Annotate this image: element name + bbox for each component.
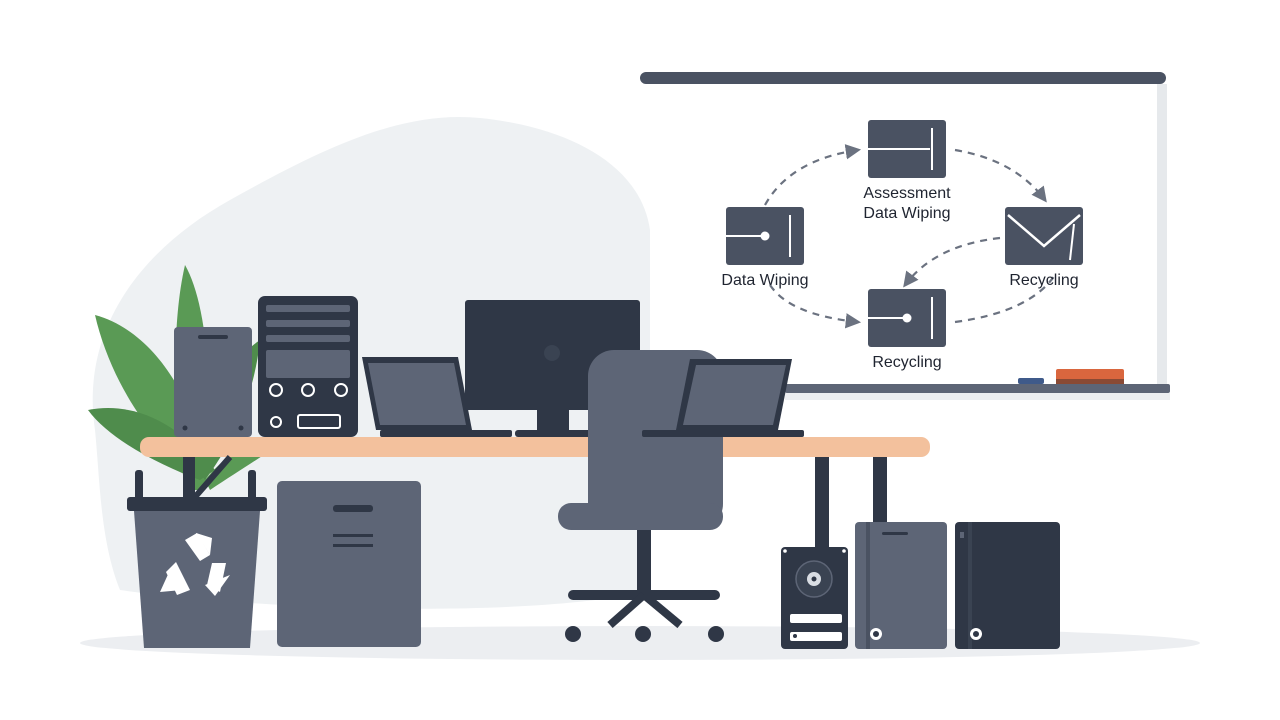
desk-leg-right-2	[873, 457, 887, 522]
node-top: Assessment Data Wiping	[863, 120, 951, 222]
node-left-label: Data Wiping	[721, 272, 808, 289]
whiteboard-tray-shadow	[785, 393, 1170, 400]
node-left: Data Wiping	[721, 207, 809, 289]
marker	[1018, 378, 1044, 384]
node-right-label: Recycling	[1009, 272, 1078, 289]
cycle-arrows	[764, 144, 1056, 329]
whiteboard-tray	[785, 384, 1170, 393]
node-bottom: Recycling	[868, 289, 946, 371]
arrow-bottom-to-left	[769, 284, 862, 329]
desk-top	[140, 437, 930, 457]
whiteboard: Assessment Data Wiping Data Wiping Recyc…	[640, 72, 1170, 400]
desk-leg-right-1	[815, 457, 829, 547]
recycle-icon	[160, 533, 230, 596]
whiteboard-right-edge	[1157, 84, 1167, 388]
pc-tower-gray	[855, 522, 947, 649]
filing-cabinet	[277, 481, 421, 647]
desktop-tower	[174, 327, 252, 437]
whiteboard-top-rail	[640, 72, 1166, 84]
envelope-icon	[1005, 207, 1083, 265]
desk-leg-left	[183, 457, 195, 497]
node-right: Recycling	[1005, 207, 1083, 289]
desk	[140, 437, 930, 547]
hard-drive-icon	[781, 547, 848, 649]
node-top-label-1: Assessment	[863, 185, 951, 202]
node-top-label-2: Data Wiping	[863, 205, 950, 222]
server-rack	[258, 296, 358, 437]
node-bottom-label: Recycling	[872, 354, 941, 371]
pc-tower-dark	[955, 522, 1060, 649]
arrow-right-to-bottom	[954, 274, 1056, 324]
recycle-bin	[127, 470, 267, 648]
laptop-icon	[642, 359, 804, 437]
eraser-base	[1056, 379, 1124, 384]
arrow-top-to-right	[954, 148, 1047, 203]
laptop-icon	[362, 357, 512, 437]
arrow-right-to-bottom-node	[903, 236, 1001, 288]
